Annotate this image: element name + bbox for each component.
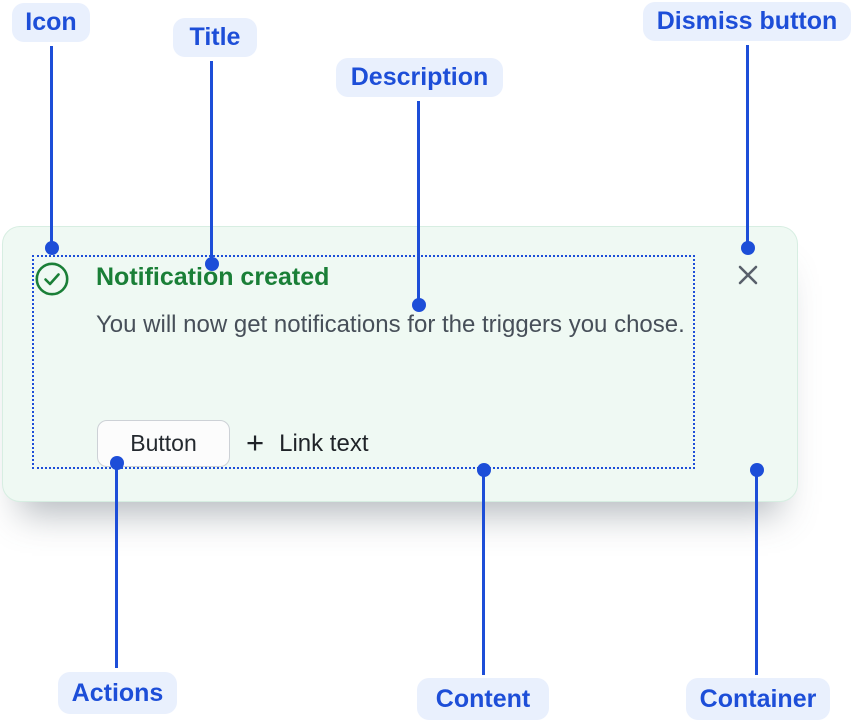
label-content: Content	[417, 678, 549, 720]
action-link[interactable]: + Link text	[246, 420, 369, 467]
connector-dot-title	[205, 257, 219, 271]
label-description: Description	[336, 58, 503, 97]
connector-dot-actions	[110, 456, 124, 470]
label-icon: Icon	[12, 3, 90, 42]
label-container: Container	[686, 678, 830, 720]
label-title: Title	[173, 18, 257, 57]
connector-line-title	[210, 61, 213, 264]
connector-line-content	[482, 470, 485, 675]
banner-description: You will now get notifications for the t…	[96, 311, 685, 338]
connector-dot-description	[412, 298, 426, 312]
connector-line-icon	[50, 46, 53, 248]
connector-dot-container	[750, 463, 764, 477]
connector-line-description	[417, 101, 420, 305]
close-icon	[736, 263, 760, 290]
connector-dot-content	[477, 463, 491, 477]
connector-dot-icon	[45, 241, 59, 255]
label-dismiss-button: Dismiss button	[643, 2, 851, 41]
dismiss-button[interactable]	[730, 258, 766, 294]
check-circle-icon	[35, 262, 69, 296]
connector-line-dismiss	[746, 45, 749, 248]
plus-icon: +	[246, 425, 265, 460]
connector-line-actions	[115, 463, 118, 668]
action-link-label: Link text	[279, 429, 369, 457]
action-button[interactable]: Button	[97, 420, 230, 467]
connector-line-container	[755, 470, 758, 675]
label-actions: Actions	[58, 672, 177, 714]
connector-dot-dismiss	[741, 241, 755, 255]
